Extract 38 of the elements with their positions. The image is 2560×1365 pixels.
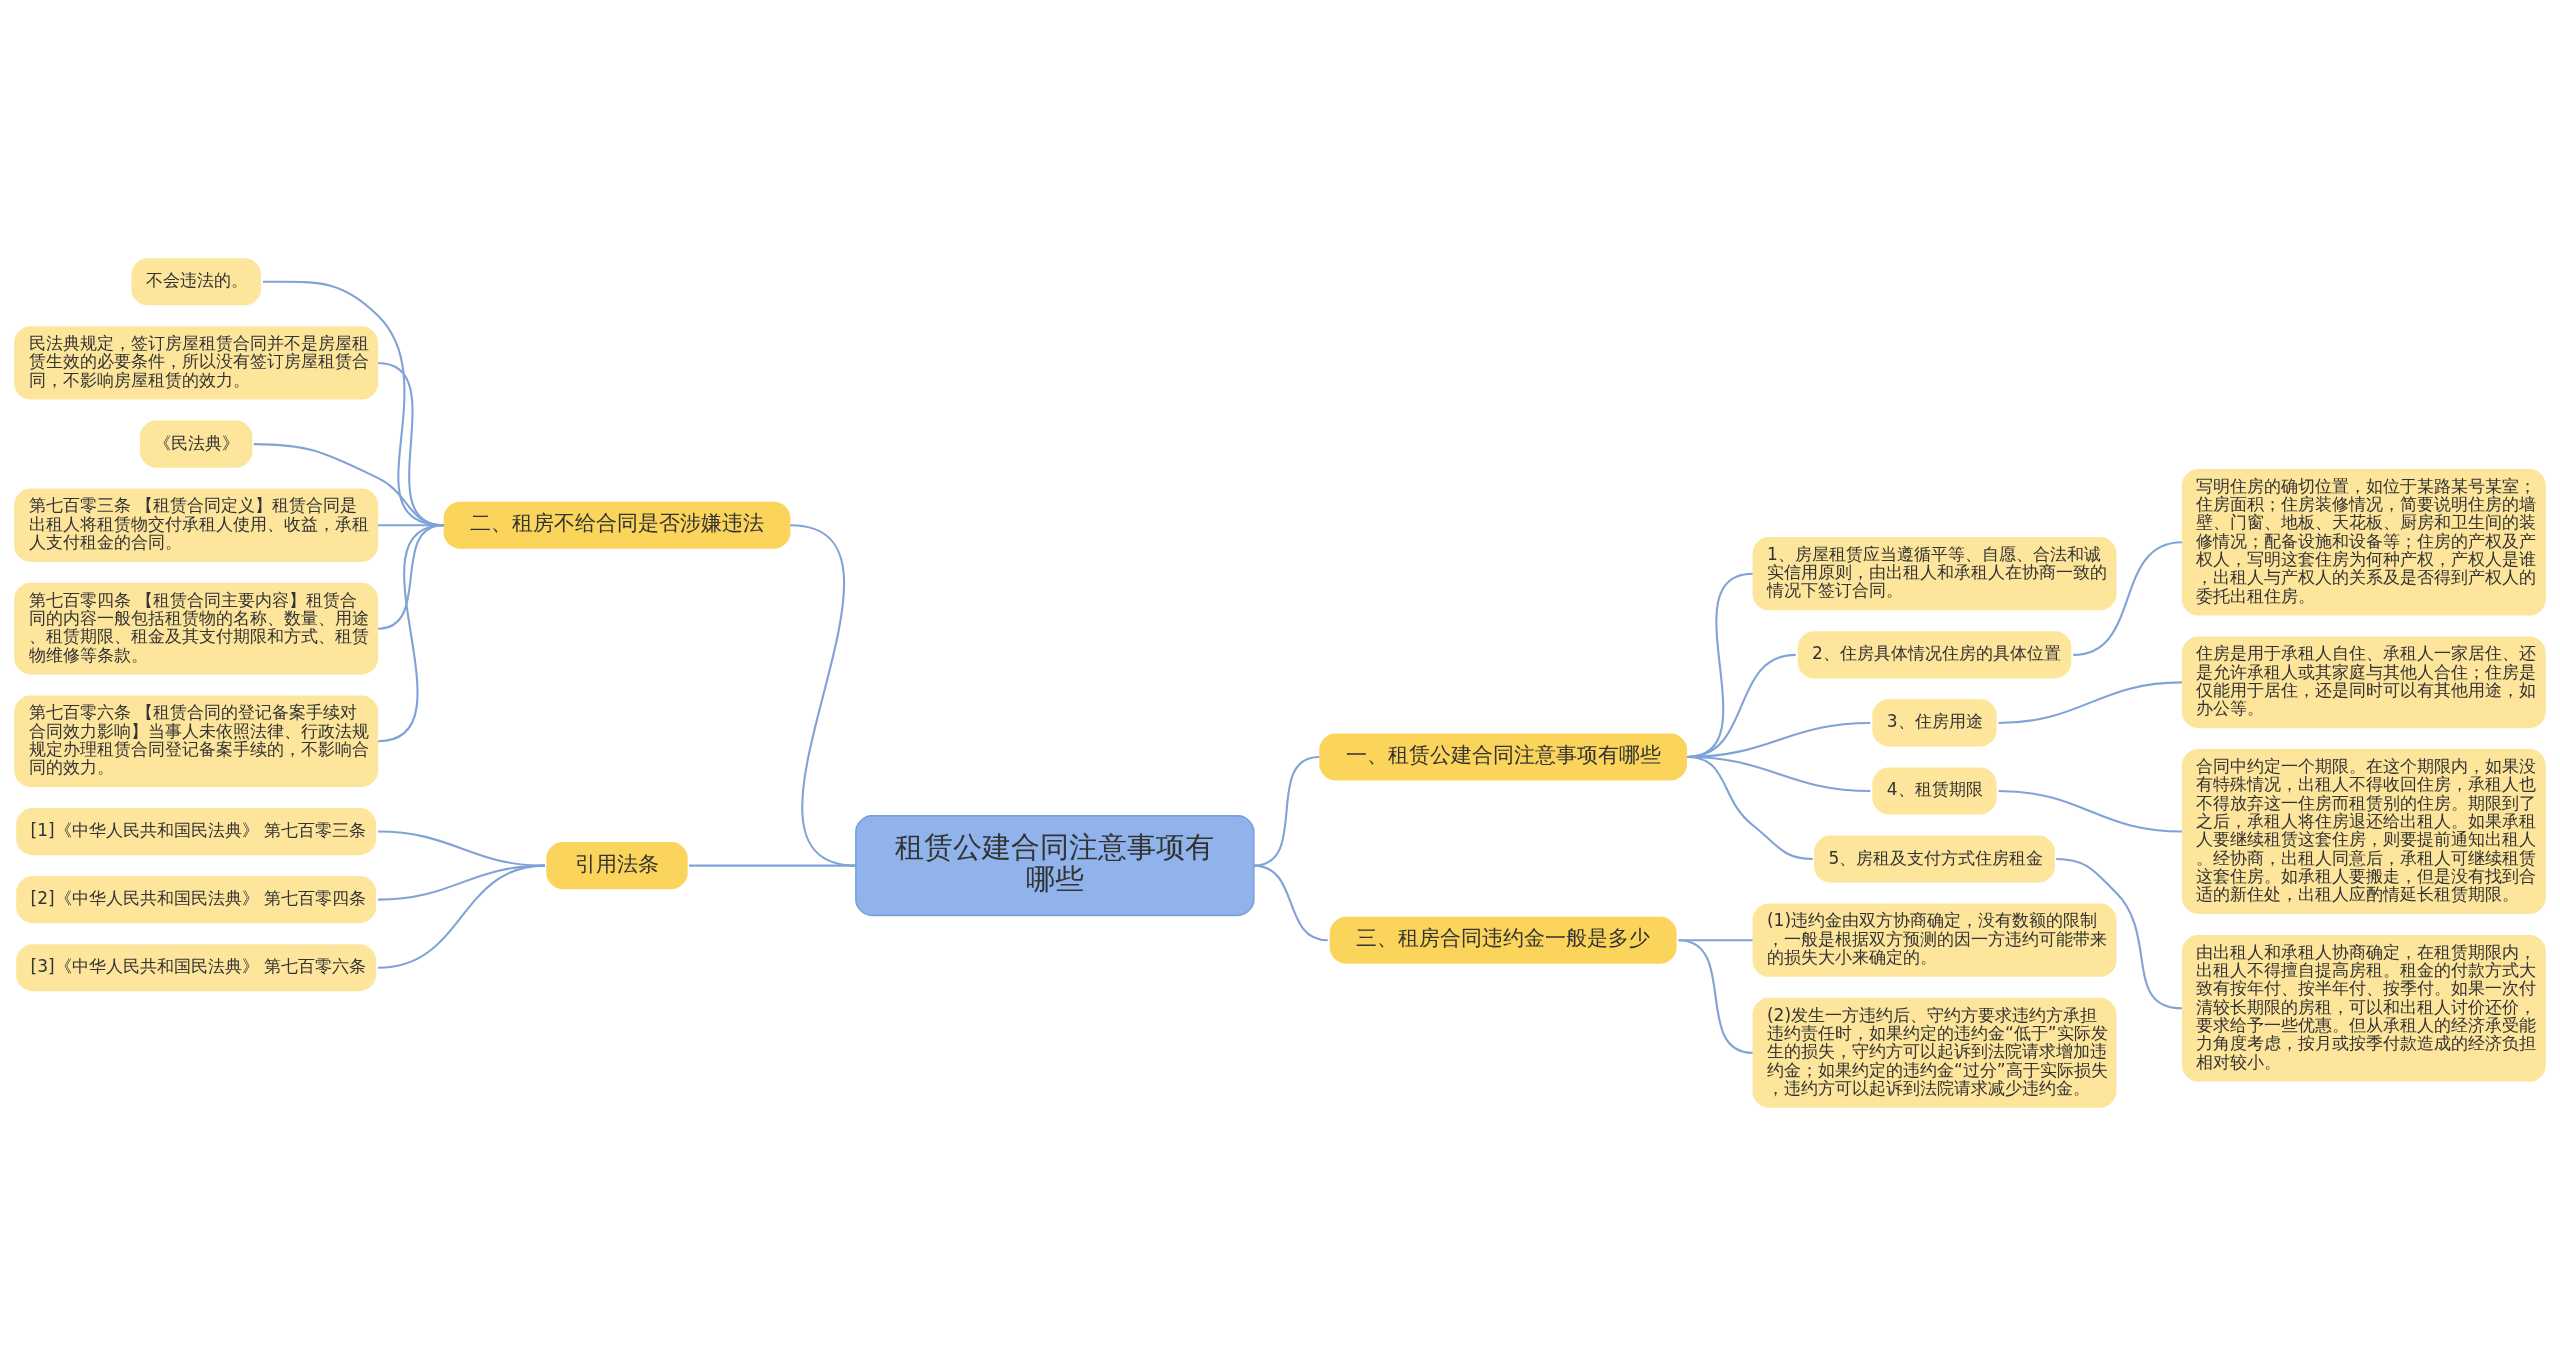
node-box: 租赁公建合同注意事项有哪些 <box>855 814 1255 916</box>
node-box: 1、房屋租赁应当遵循平等、自愿、合法和诚实信用原则，由出租人和承租人在协商一致的情况下签订合同。 <box>1752 536 2117 610</box>
node-box: 3、住房用途 <box>1872 698 1997 746</box>
node-box: 不会违法的。 <box>131 257 261 305</box>
node-box: 5、房租及支付方式住房租金 <box>1814 835 2055 883</box>
node-box: 三、租房合同违约金一般是多少 <box>1329 916 1677 964</box>
connector <box>378 830 546 867</box>
connector <box>1687 755 1813 860</box>
node-box: (1)违约金由双方协商确定，没有数额的限制，一般是根据双方预测的因一方违约可能带来的损失大小来确定的。 <box>1752 903 2117 977</box>
node-box: 民法典规定，签订房屋租赁合同并不是房屋租赁生效的必要条件，所以没有签订房屋租赁合同，不影响房屋租赁的效力。 <box>14 325 379 400</box>
node-box: 合同中约定一个期限。在这个期限内，如果没有特殊情况，出租人不得收回住房，承租人也不得放弃这一住房而租赁别的住房。期限到了之后，承租人将住房退还给出租人。如果承租人要继续租赁这套住房，则要提前通知出租人。经协商，出租人同意后，承租人可继续租赁这套住房。如承租人要搬走，但是没有找到合适的新住处，出租人应酌情延长租赁期限。 <box>2181 748 2546 914</box>
connector <box>1998 680 2182 724</box>
connector <box>689 864 856 867</box>
connector <box>2073 540 2183 656</box>
connector <box>1678 938 1753 1054</box>
connector <box>377 523 444 742</box>
node-box: [3]《中华人民共和国民法典》 第七百零六条 <box>16 943 377 991</box>
node-box: (2)发生一方违约后、守约方要求违约方承担违约责任时，如果约定的违约金“低于”实际发生的损失，守约方可以起诉到法院请求增加违约金；如果约定的违约金“过分”高于实际损失，违约方可以起诉到法院请求减少违约金。 <box>1752 997 2117 1108</box>
connector <box>1253 864 1328 941</box>
connector <box>1253 755 1320 867</box>
node-box: 二、租房不给合同是否涉嫌违法 <box>443 501 791 549</box>
node-box: 《民法典》 <box>139 420 253 468</box>
connector <box>2056 857 2182 1009</box>
node-box: 写明住房的确切位置，如位于某路某号某室；住房面积；住房装修情况，简要说明住房的墙壁、门窗、地板、天花板、厨房和卫生间的装修情况；配备设施和设备等；住房的产权及产权人，写明这套住房为何种产权，产权人是谁，出租人与产权人的关系及是否得到产权人的委托出租住房。 <box>2181 468 2546 616</box>
node-box: 第七百零六条 【租赁合同的登记备案手续对合同效力影响】当事人未依照法律、行政法规规定办理租赁合同登记备案手续的，不影响合同的效力。 <box>14 694 379 787</box>
node-box: 一、租赁公建合同注意事项有哪些 <box>1319 732 1688 780</box>
node-box: 第七百零四条 【租赁合同主要内容】租赁合同的内容一般包括租赁物的名称、数量、用途、租赁期限、租金及其支付期限和方式、租赁物维修等条款。 <box>14 582 379 674</box>
node-box: 2、住房具体情况住房的具体位置 <box>1797 630 2072 678</box>
node-box: [1]《中华人民共和国民法典》 第七百零三条 <box>16 807 377 855</box>
connector <box>790 523 857 867</box>
node-box: 住房是用于承租人自住、承租人一家居住、还是允许承租人或其家庭与其他人合住；住房是仅能用于居住，还是同时可以有其他用途，如办公等。 <box>2181 636 2546 728</box>
connector <box>1998 789 2182 833</box>
connector <box>378 864 546 969</box>
node-box: 由出租人和承租人协商确定，在租赁期限内，出租人不得擅自提高房租。租金的付款方式大致有按年付、按半年付、按季付。如果一次付清较长期限的房租，可以和出租人讨价还价，要求给予一些优惠。但从承租人的经济承受能力角度考虑，按月或按季付款造成的经济负担相对较小。 <box>2181 934 2546 1082</box>
node-box: 4、租赁期限 <box>1872 766 1997 815</box>
node-box: 引用法条 <box>546 841 688 889</box>
node-box: [2]《中华人民共和国民法典》 第七百零四条 <box>16 875 377 923</box>
node-box: 第七百零三条 【租赁合同定义】租赁合同是出租人将租赁物交付承租人使用、收益，承租人支付租金的合同。 <box>14 488 379 562</box>
